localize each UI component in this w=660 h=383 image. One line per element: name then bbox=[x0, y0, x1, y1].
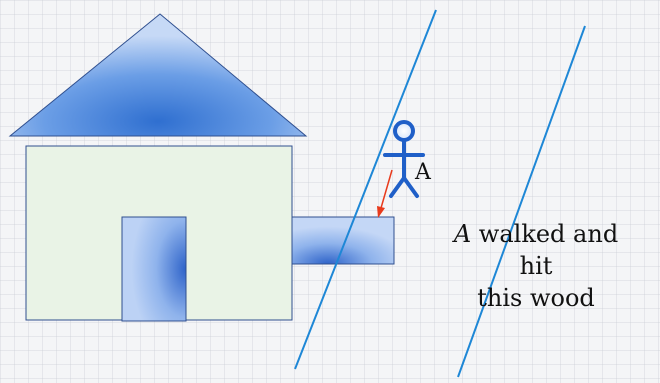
wood-plank bbox=[291, 216, 395, 265]
caption-line-2: this wood bbox=[477, 284, 595, 312]
caption-line-1-rest: walked and hit bbox=[471, 220, 619, 280]
path-line-left bbox=[294, 9, 437, 370]
stick-figure-icon bbox=[383, 120, 425, 198]
arrow-icon bbox=[377, 169, 393, 218]
caption-line-1: A walked and hit bbox=[441, 218, 631, 282]
path-line-right bbox=[457, 25, 586, 378]
person-label: A bbox=[415, 160, 431, 185]
house-icon bbox=[8, 13, 308, 322]
house-door bbox=[121, 216, 187, 322]
caption-subject: A bbox=[453, 220, 472, 248]
caption: A walked and hit this wood bbox=[441, 218, 631, 314]
house-roof bbox=[8, 13, 308, 137]
